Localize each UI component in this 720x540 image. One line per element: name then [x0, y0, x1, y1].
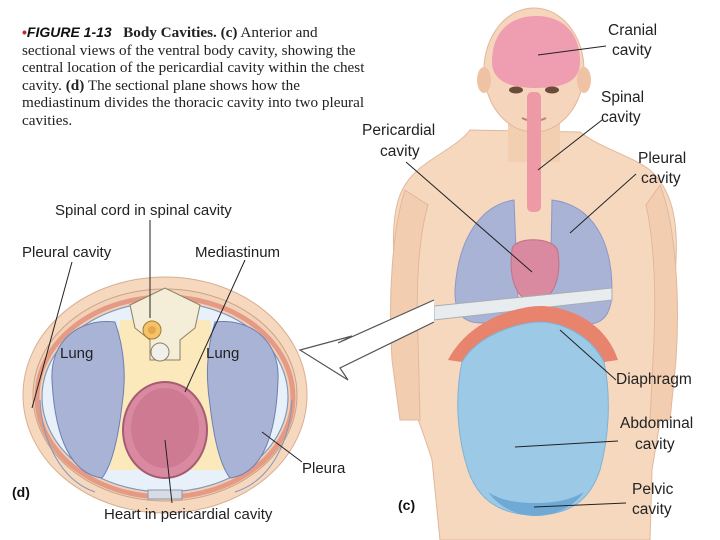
sectional-body-view — [22, 276, 308, 514]
label-lung-left: Lung — [60, 345, 93, 362]
vertebra — [129, 287, 201, 361]
label-heart: Heart in pericardial cavity — [104, 506, 273, 523]
left-ear — [477, 67, 491, 93]
pleura-left — [39, 399, 96, 493]
caption-text-c: Anterior and sectional views of the vent… — [22, 24, 365, 94]
abdominal-cavity — [457, 321, 609, 516]
left-lung-section — [51, 321, 125, 479]
cranial-cavity — [492, 16, 580, 88]
anterior-body-view — [390, 7, 678, 540]
label-spinal-2: cavity — [601, 109, 641, 126]
right-ear — [577, 67, 591, 93]
label-spinal-1: Spinal — [601, 89, 644, 106]
left-arm — [390, 189, 429, 421]
section-arrow — [298, 299, 435, 381]
label-pericardial-1: Pericardial — [362, 122, 435, 139]
leader-lines — [31, 45, 637, 508]
pleura-right — [234, 399, 293, 493]
label-spinal-cord: Spinal cord in spinal cavity — [55, 202, 232, 219]
label-diaphragm: Diaphragm — [616, 371, 692, 388]
label-pelvic-1: Pelvic — [632, 481, 674, 498]
spinal-cord-center — [148, 326, 156, 334]
label-pericardial-2: cavity — [380, 143, 420, 160]
caption-part-d: (d) — [65, 76, 85, 94]
label-lung-right: Lung — [206, 345, 239, 362]
label-abdominal-1: Abdominal — [620, 415, 693, 432]
caption-part-c: (c) — [220, 24, 238, 41]
label-abdominal-2: cavity — [635, 436, 675, 453]
figure-caption: •FIGURE 1-13 Body Cavities. (c) Anterior… — [22, 24, 372, 130]
pelvic-cavity — [488, 492, 584, 516]
left-eye — [509, 86, 523, 94]
panel-tag-c: (c) — [398, 497, 415, 513]
label-cranial-1: Cranial — [608, 22, 657, 39]
label-cranial-2: cavity — [612, 42, 652, 59]
label-pleura: Pleura — [302, 460, 346, 477]
label-pelvic-2: cavity — [632, 501, 672, 518]
esophagus — [150, 342, 170, 362]
figure-title: Body Cavities. — [123, 24, 217, 41]
label-pleural-cavity-d: Pleural cavity — [22, 244, 112, 261]
figure-label: •FIGURE 1-13 — [22, 24, 112, 40]
heart-section — [131, 388, 199, 468]
panel-tag-d: (d) — [12, 484, 30, 500]
label-pleural-1: Pleural — [638, 150, 686, 167]
right-arm — [645, 183, 678, 421]
right-eye — [545, 86, 559, 94]
pericardial-cavity — [510, 239, 560, 303]
caption-text-d: The sectional plane shows how the medias… — [22, 76, 365, 129]
label-pleural-2: cavity — [641, 170, 681, 187]
sternum — [147, 489, 183, 500]
diaphragm — [448, 306, 618, 362]
right-lung-section — [206, 321, 279, 479]
label-mediastinum: Mediastinum — [195, 244, 280, 261]
spinal-cavity — [527, 92, 541, 212]
